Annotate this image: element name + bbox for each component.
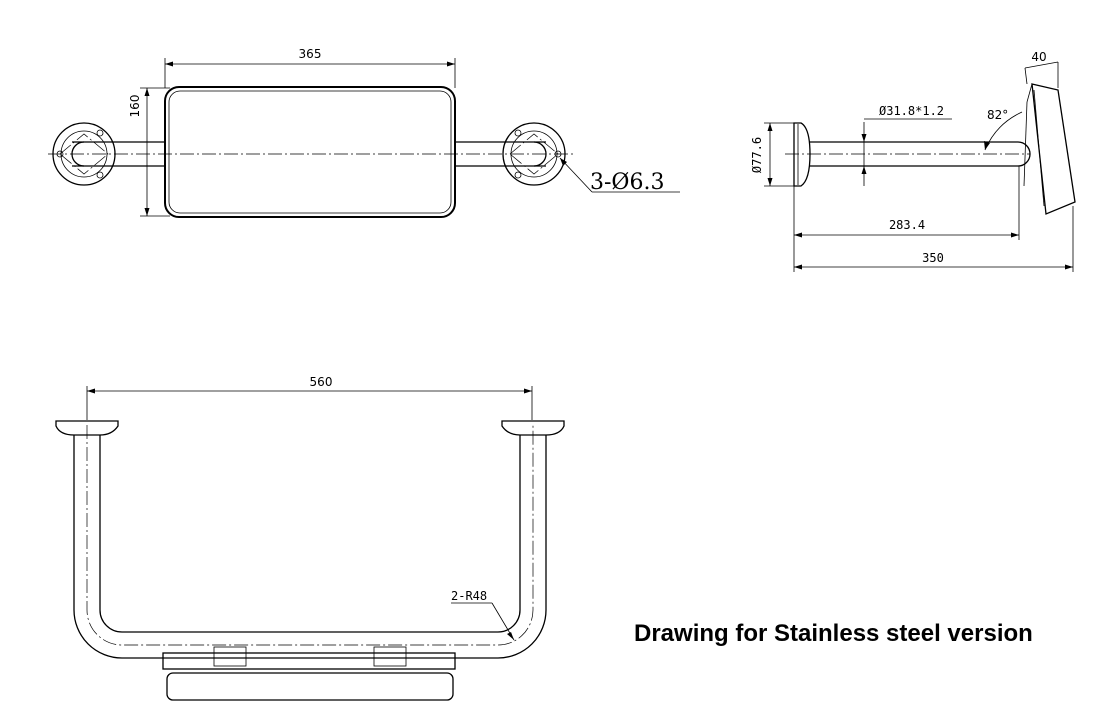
flange-diameter-dimension: Ø77.6 [750, 122, 798, 187]
dimension-width: 365 [164, 47, 456, 88]
height-dim-label: 160 [128, 95, 142, 118]
tube-dim-label: Ø31.8*1.2 [879, 104, 944, 118]
backrest-pad-inner [168, 90, 452, 214]
u-tube-inner [99, 435, 521, 633]
reach-dimension: 283.4 [793, 166, 1020, 272]
total-dimension: 350 [794, 206, 1074, 272]
side-view: 40 Ø31.8*1.2 82° Ø77.6 [750, 50, 1076, 272]
hole-callout-label: 3-Ø6.3 [590, 170, 664, 195]
side-pad [1023, 83, 1076, 215]
angle-dim-label: 82° [987, 108, 1008, 122]
width-dim-label: 365 [299, 47, 322, 61]
reach-dim-label: 283.4 [889, 218, 925, 232]
dimension-height: 160 [128, 87, 170, 217]
radius-callout: 2-R48 [451, 589, 515, 641]
top-view: 365 160 [48, 47, 680, 218]
span-dim-label: 560 [310, 375, 333, 389]
span-dimension: 560 [86, 375, 533, 420]
plate-dim-label: 40 [1031, 50, 1046, 64]
total-dim-label: 350 [922, 251, 944, 265]
front-view: 560 2-R48 [55, 375, 565, 701]
tube-diameter-dimension: Ø31.8*1.2 [861, 104, 952, 186]
backrest-pad [164, 86, 456, 218]
u-tube-outer [73, 435, 547, 659]
radius-dim-label: 2-R48 [451, 589, 487, 603]
front-pad [166, 672, 454, 701]
plate-dimension: 40 [1024, 50, 1059, 88]
wall-flange [793, 122, 811, 187]
left-flange [52, 122, 116, 186]
angle-dimension: 82° [984, 108, 1023, 151]
pad-bracket [162, 652, 456, 670]
right-flange [502, 122, 566, 186]
drawing-caption: Drawing for Stainless steel version [634, 620, 1033, 647]
flange-dim-label: Ø77.6 [750, 137, 764, 173]
hole-callout: 3-Ø6.3 [559, 157, 680, 195]
